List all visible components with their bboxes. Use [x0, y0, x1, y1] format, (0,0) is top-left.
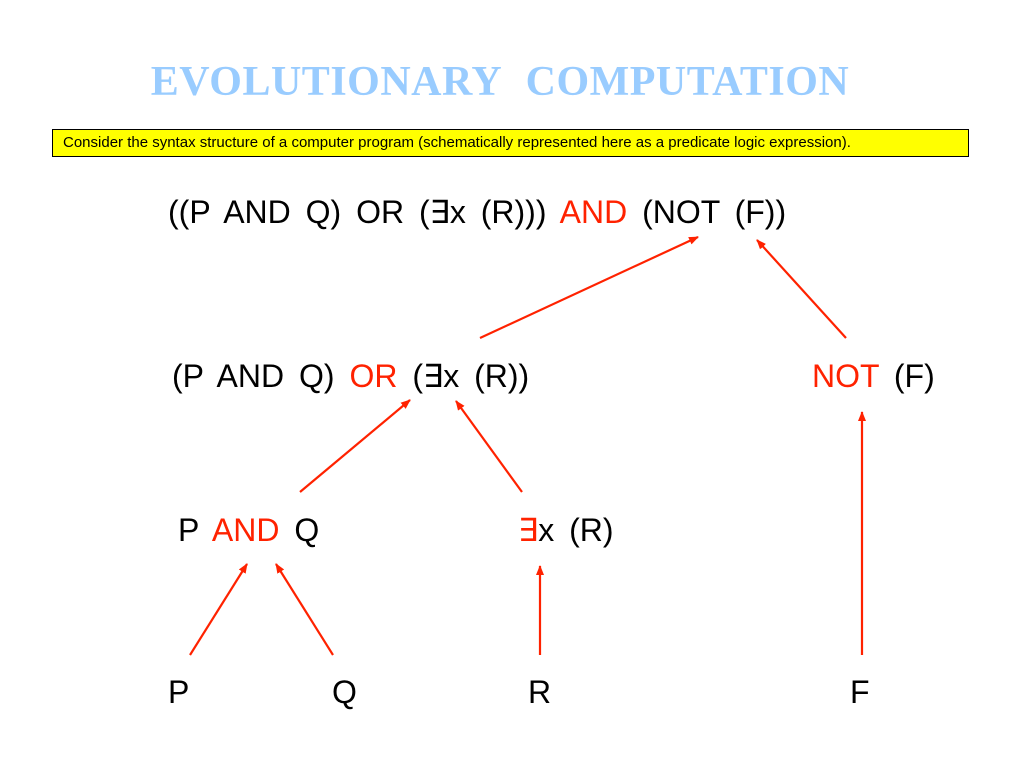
arrow-and-to-or	[299, 399, 411, 493]
exists-symbol: ∃	[429, 194, 450, 230]
exists-operator: ∃	[518, 512, 539, 548]
exists-symbol: ∃	[422, 358, 444, 394]
or-expr-exists-arg: x (R))	[443, 358, 530, 394]
not-expression: NOT (F)	[812, 356, 935, 396]
description-box: Consider the syntax structure of a compu…	[52, 129, 969, 157]
or-expression: (P AND Q) OR (∃x (R))	[172, 356, 529, 396]
and-operator: AND	[211, 512, 280, 548]
not-operator: NOT	[812, 358, 879, 394]
arrow-or-to-and	[479, 236, 699, 339]
leaf-q: Q	[332, 674, 357, 710]
arrow-q-to-and	[275, 563, 334, 656]
and-expression: P AND Q	[178, 510, 319, 550]
or-expr-left: (P AND Q)	[172, 358, 335, 394]
root-expr-left: ((P AND Q) OR (	[168, 194, 430, 230]
and-expr-left: P	[178, 512, 199, 548]
root-expr-right: (NOT (F))	[642, 194, 787, 230]
root-expr-exists-arg: x (R)))	[449, 194, 547, 230]
exists-expression: ∃x (R)	[518, 510, 614, 550]
leaf-p: P	[168, 674, 190, 710]
arrow-p-to-and	[189, 563, 248, 656]
root-expression: ((P AND Q) OR (∃x (R))) AND (NOT (F))	[168, 192, 786, 232]
leaf-r: R	[528, 674, 552, 710]
not-expr-arg: (F)	[893, 358, 935, 394]
arrow-not-to-and	[756, 239, 847, 339]
arrow-exists-to-or	[455, 400, 523, 493]
exists-expr-arg: x (R)	[538, 512, 614, 548]
leaf-f: F	[850, 674, 870, 710]
root-and-operator: AND	[559, 194, 628, 230]
or-expr-paren: (	[412, 358, 423, 394]
slide-title: EVOLUTIONARY COMPUTATION	[150, 59, 850, 105]
or-operator: OR	[349, 358, 398, 394]
and-expr-right: Q	[294, 512, 320, 548]
